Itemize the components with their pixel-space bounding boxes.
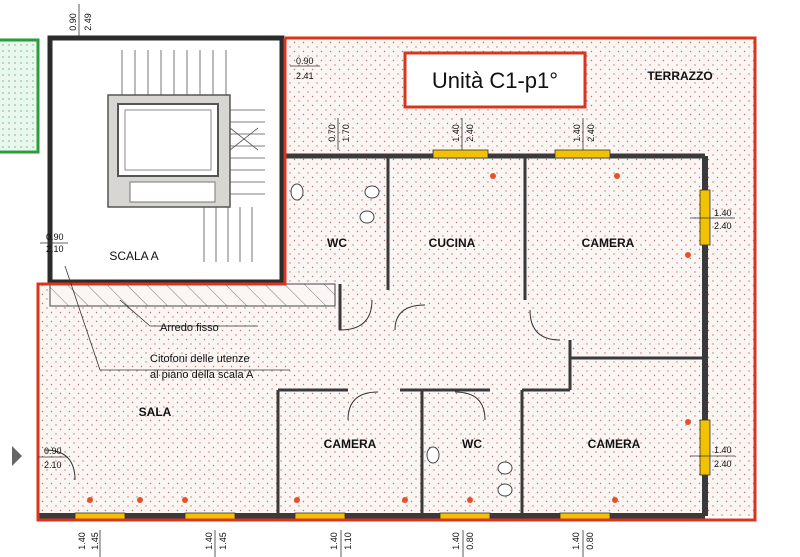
room-label-camera-mid: CAMERA [324,437,377,451]
dim-bottom-5-b: 0.80 [585,532,595,550]
door-swings [44,299,561,481]
unit-title-box [403,51,587,109]
dim-stair-window-b: 2.41 [296,71,314,81]
dim-right-bottom-b: 2.40 [714,459,732,469]
dim-bottom-5-a: 1.40 [571,532,581,550]
room-label-cucina: CUCINA [429,236,476,250]
dim-top-left-b: 2.49 [83,13,93,31]
dim-window-2-b: 2.40 [465,124,475,142]
dim-window-2-a: 1.40 [451,124,461,142]
terrace-green-area [0,38,40,154]
dim-window-3-b: 2.40 [586,124,596,142]
note-arredo-fisso: Arredo fisso [160,322,219,334]
dim-bottom-2-a: 1.40 [204,532,214,550]
dim-scala-door-b: 2.10 [46,244,64,254]
dim-right-bottom-a: 1.40 [714,445,732,455]
note-citofoni-line1: Citofoni delle utenze [150,353,250,365]
dim-bottom-3-a: 1.40 [329,532,339,550]
dim-scala-door-a: 0.90 [46,232,64,242]
room-label-scala: SCALA A [109,249,158,263]
room-label-camera-right: CAMERA [588,437,641,451]
windows [74,149,711,520]
dim-right-top-b: 2.40 [714,221,732,231]
stair-core [47,35,285,285]
unit-outline [36,36,757,522]
dim-left-door-a: 0.90 [44,446,62,456]
floor-area [38,38,755,520]
room-label-terrazzo: TERRAZZO [647,69,712,83]
dim-stair-window-a: 0.90 [296,56,314,66]
dim-bottom-1-a: 1.40 [77,532,87,550]
room-label-camera-top: CAMERA [582,236,635,250]
dim-window-1-b: 1.70 [341,124,351,142]
room-label-wc-bottom: WC [462,437,482,451]
dim-window-3-a: 1.40 [572,124,582,142]
unit-title: Unità C1-p1° [432,68,558,93]
dim-left-door-b: 2.10 [44,460,62,470]
sanitary-fixtures [290,183,513,497]
dimension-lines [38,4,735,557]
dim-right-top-a: 1.40 [714,208,732,218]
room-label-sala: SALA [139,405,172,419]
fixed-furniture-area [49,283,336,307]
dim-bottom-1-b: 1.45 [90,532,100,550]
dim-bottom-4-b: 0.80 [465,532,475,550]
electrical-points [87,173,691,503]
note-citofoni-line2: al piano della scala A [150,369,254,381]
dim-window-1-a: 0.70 [327,124,337,142]
dim-bottom-3-b: 1.10 [343,532,353,550]
dim-top-left-a: 0.90 [68,13,78,31]
entrance-arrow-icon [12,446,22,466]
room-label-wc-top: WC [327,236,347,250]
dim-bottom-4-a: 1.40 [451,532,461,550]
dim-bottom-2-b: 1.45 [218,532,228,550]
